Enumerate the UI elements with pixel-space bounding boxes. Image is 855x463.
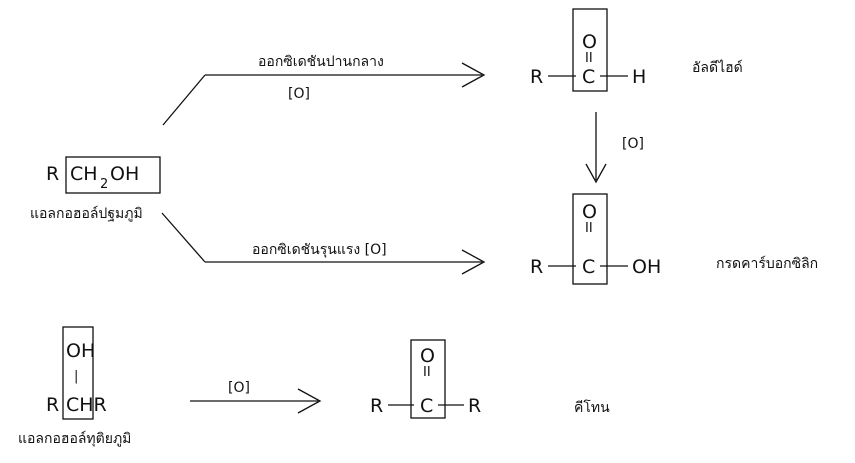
- ketone-oxygen: O: [420, 345, 435, 367]
- acid-oh: OH: [632, 256, 661, 278]
- ketone-carbon: C: [420, 395, 433, 417]
- strong-oxidation-label: ออกซิเดชันรุนแรง [O]: [252, 242, 387, 258]
- primary-alcohol-oh: OH: [110, 163, 139, 185]
- primary-alcohol-functional-group-box: [65, 156, 161, 194]
- secondary-alcohol-functional-group-box: [62, 326, 94, 420]
- mild-oxidation-reagent: [O]: [288, 86, 310, 102]
- mild-oxidation-arrow: [162, 62, 486, 126]
- aldehyde-carbon: C: [582, 66, 595, 88]
- aldehyde-name: อัลดีไฮด์: [692, 59, 743, 76]
- acid-r: R: [530, 256, 543, 278]
- primary-alcohol-r: R: [46, 163, 59, 185]
- primary-alcohol-ch: CH: [70, 163, 98, 185]
- aldehyde-to-acid-arrow: [585, 112, 607, 184]
- secondary-alcohol-r: R: [46, 394, 59, 416]
- secondary-alcohol-chr: CHR: [66, 394, 107, 416]
- mild-oxidation-label: ออกซิเดชันปานกลาง: [258, 54, 384, 70]
- acid-oxygen: O: [582, 201, 597, 223]
- secondary-alcohol-oh: OH: [66, 340, 95, 362]
- aldehyde-h: H: [632, 66, 646, 88]
- acid-carbonyl-box: [572, 193, 608, 285]
- secondary-alcohol-bond: |: [74, 369, 78, 384]
- primary-alcohol-label: แอลกอฮอล์ปฐมภูมิ: [30, 205, 143, 222]
- ketone-r2: R: [468, 395, 481, 417]
- secondary-oxidation-arrow: [190, 388, 322, 414]
- primary-alcohol-subscript: 2: [100, 177, 108, 192]
- ketone-double-bond: II: [423, 365, 431, 380]
- acid-double-bond: II: [585, 221, 593, 236]
- strong-oxidation-arrow: [161, 212, 486, 275]
- aldehyde-r: R: [530, 66, 543, 88]
- ketone-carbonyl-box: [410, 339, 446, 419]
- acid-name: กรดคาร์บอกซิลิก: [716, 255, 818, 272]
- acid-carbon: C: [582, 256, 595, 278]
- aldehyde-to-acid-reagent: [O]: [622, 136, 644, 152]
- aldehyde-carbonyl-box: [572, 8, 608, 92]
- secondary-oxidation-reagent: [O]: [228, 380, 250, 396]
- aldehyde-oxygen: O: [582, 31, 597, 53]
- aldehyde-double-bond: II: [585, 51, 593, 66]
- ketone-name: คีโทน: [574, 399, 610, 416]
- secondary-alcohol-label: แอลกอฮอล์ทุติยภูมิ: [18, 430, 131, 447]
- ketone-r1: R: [370, 395, 383, 417]
